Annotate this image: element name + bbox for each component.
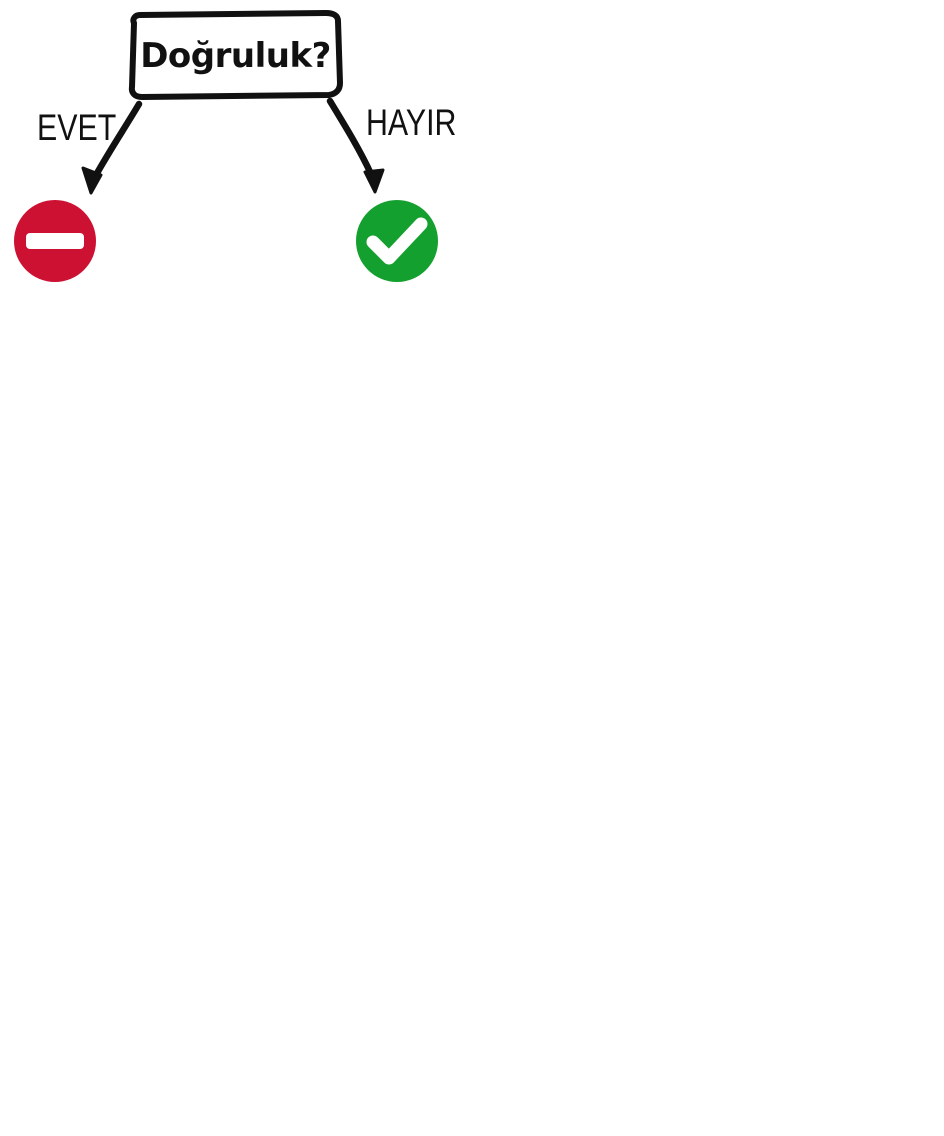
decision-question-label: Doğruluk?: [140, 36, 331, 76]
decision-box[interactable]: Doğruluk?: [126, 10, 345, 100]
branch-label-no: HAYIR: [366, 102, 457, 143]
decision-box-outline: [128, 10, 343, 100]
no-entry-bar: [26, 233, 84, 249]
branch-label-yes: EVET: [37, 107, 117, 148]
checkmark-glyph: [366, 217, 428, 265]
no-entry-icon[interactable]: [14, 200, 96, 282]
check-circle-icon[interactable]: [356, 200, 438, 282]
